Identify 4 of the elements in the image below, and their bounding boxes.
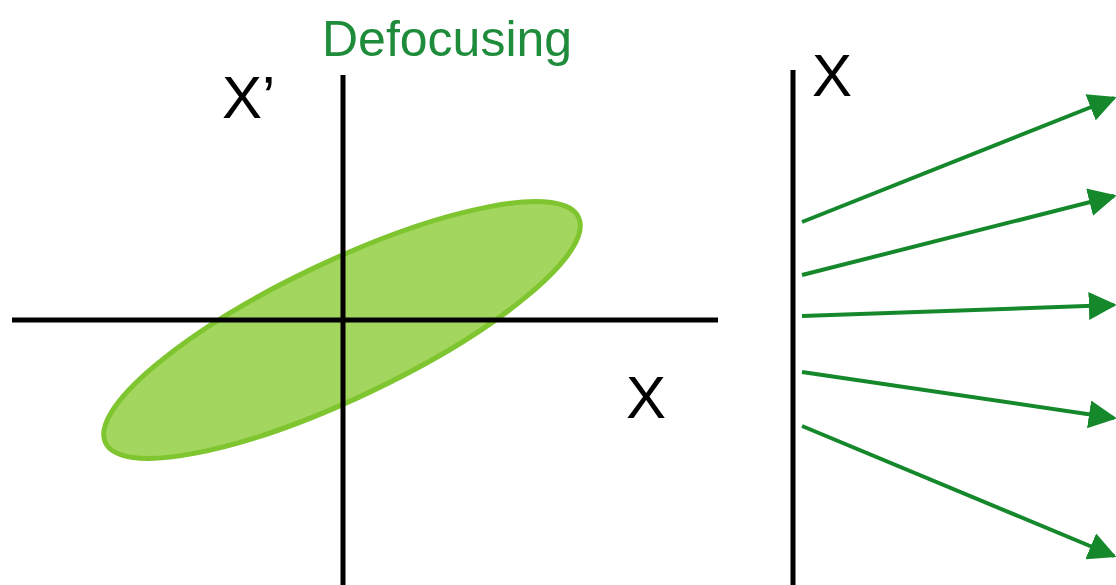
axis-label: X — [812, 46, 853, 106]
title: Defocusing — [322, 14, 573, 64]
axis-label: X — [626, 368, 667, 428]
axis-label: X’ — [222, 68, 276, 128]
